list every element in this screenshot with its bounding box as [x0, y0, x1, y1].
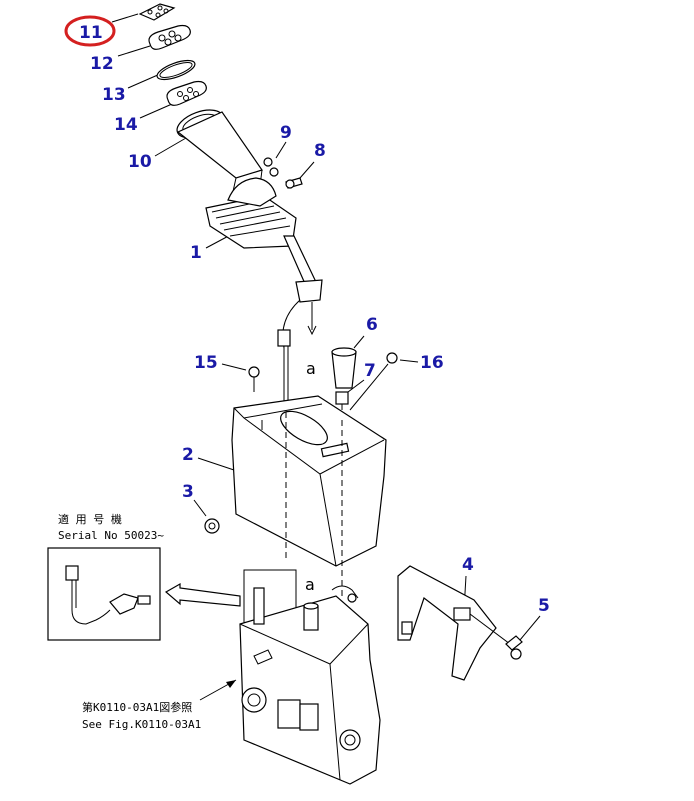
callout-5[interactable]: 5	[538, 596, 550, 616]
callout-15[interactable]: 15	[194, 353, 218, 373]
callout-8[interactable]: 8	[314, 141, 326, 161]
callout-2[interactable]: 2	[182, 445, 194, 465]
ref-jp: 第K0110-03A1図参照	[82, 700, 192, 714]
callout-16[interactable]: 16	[420, 353, 444, 373]
serial-jp: 適 用 号 機	[58, 512, 122, 526]
part-17-detail-box	[47, 547, 161, 641]
label-a-upper: a	[306, 359, 316, 378]
part-3-plug	[204, 518, 220, 534]
callout-1[interactable]: 1	[190, 243, 202, 263]
highlight-circle	[64, 15, 116, 47]
callout-11[interactable]: 11	[79, 23, 103, 43]
part-13-oring	[156, 59, 196, 81]
part-15-bolt	[248, 366, 260, 392]
part-14-plate	[166, 80, 207, 106]
part-2-cover	[231, 395, 387, 567]
part-10-lever-grip	[176, 109, 263, 197]
ref-en: See Fig.K0110-03A1	[82, 718, 201, 731]
hidden-lines	[285, 412, 343, 600]
callout-6[interactable]: 6	[366, 315, 378, 335]
callout-3[interactable]: 3	[182, 482, 194, 502]
callout-13[interactable]: 13	[102, 85, 126, 105]
part-6-knob	[331, 347, 357, 389]
callout-9[interactable]: 9	[280, 123, 292, 143]
callout-4[interactable]: 4	[462, 555, 474, 575]
label-a-lower: a	[305, 575, 315, 594]
serial-en: Serial No 50023~	[58, 529, 164, 542]
part-8-screw	[285, 177, 303, 189]
part-5-bolt	[505, 635, 523, 660]
part-11-plate	[138, 3, 176, 21]
callout-14[interactable]: 14	[114, 115, 138, 135]
lever-rod	[277, 279, 323, 412]
part-16-screw	[349, 352, 398, 411]
part-4-bracket	[397, 565, 511, 681]
part-12-gasket	[148, 24, 191, 50]
part-9-bolts	[263, 157, 279, 177]
valve-body	[239, 569, 381, 785]
detail-arrow	[164, 582, 241, 607]
callout-7[interactable]: 7	[364, 361, 376, 381]
callout-10[interactable]: 10	[128, 152, 152, 172]
part-1-boot	[205, 177, 317, 287]
callout-12[interactable]: 12	[90, 54, 114, 74]
